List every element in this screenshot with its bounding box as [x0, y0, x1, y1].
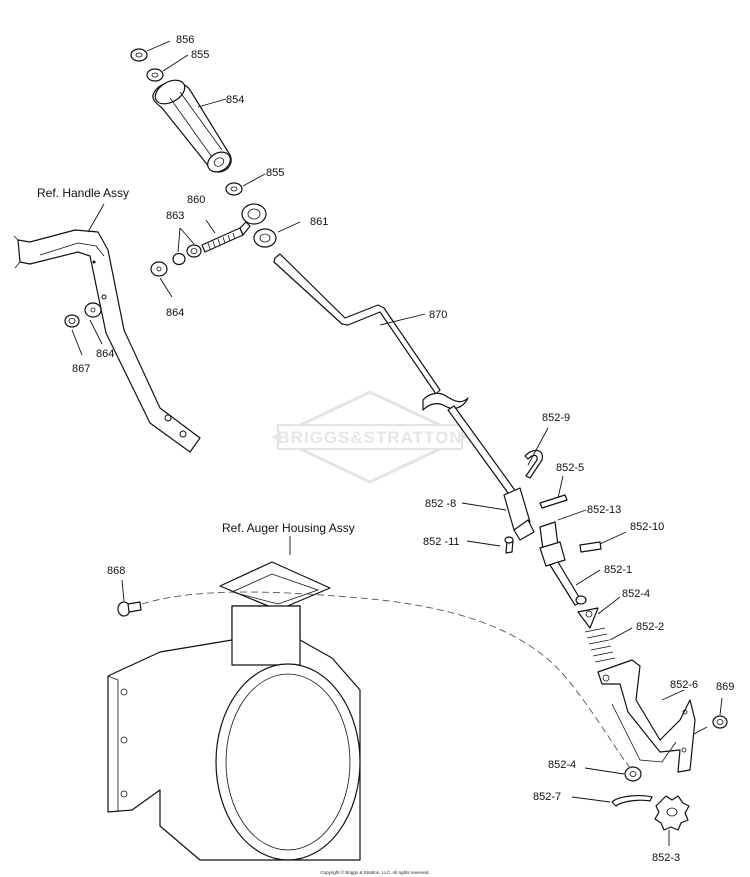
handle-hardware	[64, 244, 202, 328]
handle-assembly	[13, 229, 201, 453]
ref-handle-assy-label: Ref. Handle Assy	[37, 186, 129, 200]
assembly-path	[141, 591, 633, 771]
label-856: 856	[176, 34, 194, 46]
label-855-top: 855	[191, 49, 209, 61]
label-868: 868	[107, 565, 125, 577]
label-864-lower: 864	[96, 348, 114, 360]
bracket	[597, 659, 696, 773]
label-852-1: 852-1	[604, 564, 632, 576]
crank-rod	[273, 253, 531, 531]
label-852-8: 852 -8	[425, 498, 456, 510]
label-867: 867	[72, 363, 90, 375]
label-860: 860	[187, 194, 205, 206]
label-855-lower: 855	[266, 167, 284, 179]
washer-861	[253, 228, 277, 248]
auger-housing	[107, 561, 361, 861]
label-852-9: 852-9	[542, 412, 570, 424]
label-852-13: 852-13	[587, 504, 621, 516]
leader-lines	[71, 40, 723, 846]
carriage-bolt	[117, 601, 142, 617]
label-870: 870	[429, 309, 447, 321]
label-852-11: 852 -11	[423, 536, 460, 548]
label-869: 869	[716, 681, 734, 693]
grip-assembly	[130, 48, 243, 196]
part-labels: 856 855 854 855 860 863 861 864 864 867 …	[72, 34, 734, 864]
label-852-7: 852-7	[533, 791, 561, 803]
bracket-hardware	[611, 715, 728, 831]
u-joint-assembly	[504, 449, 602, 629]
briggs-stratton-watermark: BRIGGS&STRATTON	[271, 390, 469, 484]
ref-auger-housing-label: Ref. Auger Housing Assy	[222, 521, 355, 535]
label-852-3: 852-3	[652, 852, 680, 864]
label-852-4-upper: 852-4	[622, 588, 650, 600]
copyright-text: Copyright © Briggs & Stratton, LLC. All …	[320, 869, 429, 875]
label-852-5: 852-5	[556, 462, 584, 474]
label-854: 854	[226, 94, 244, 106]
label-863: 863	[166, 210, 184, 222]
spring	[584, 627, 616, 663]
label-864-upper: 864	[166, 307, 184, 319]
label-852-2: 852-2	[636, 621, 664, 633]
watermark-text: BRIGGS&STRATTON	[277, 428, 462, 447]
label-852-4-lower: 852-4	[548, 759, 576, 771]
label-861: 861	[310, 216, 328, 228]
eye-bolt	[201, 203, 267, 253]
label-852-10: 852-10	[630, 521, 664, 533]
label-852-6: 852-6	[670, 679, 698, 691]
